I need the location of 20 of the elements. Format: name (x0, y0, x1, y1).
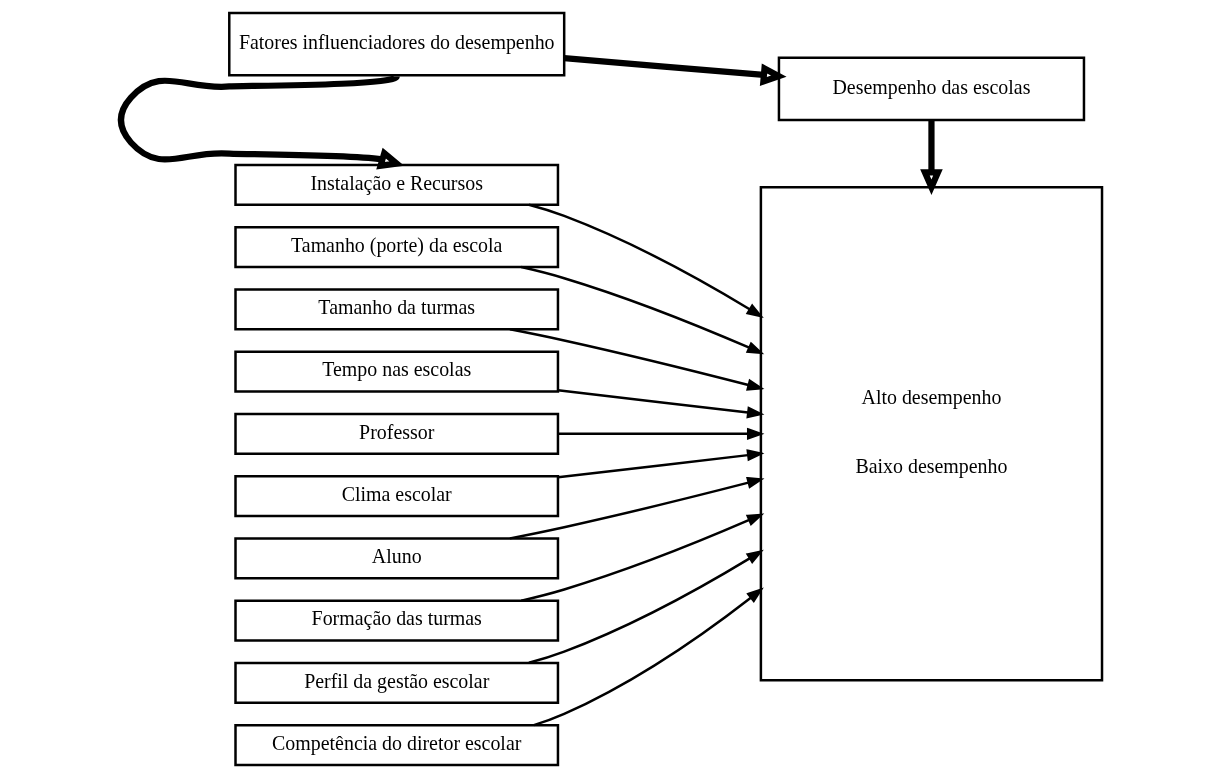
node-box: Tamanho da turmas (233, 288, 559, 331)
arrow (919, 120, 943, 196)
arrow (528, 549, 764, 665)
node-box: Competência do diretor escolar (233, 723, 559, 767)
node-box: Formação das turmas (233, 599, 559, 642)
arrow (117, 73, 404, 170)
node-box: Instalação e Recursos (233, 163, 559, 206)
arrow (557, 427, 764, 440)
node-box: Professor (233, 412, 559, 455)
node-box: Aluno (233, 537, 559, 580)
arrow (557, 449, 764, 479)
node-box: Fatores influenciadores do desempenho (227, 11, 565, 77)
node-box: Alto desempenho Baixo desempenho (759, 186, 1103, 682)
arrow (557, 389, 764, 419)
arrow (563, 55, 787, 86)
node-box: Desempenho das escolas (777, 56, 1085, 122)
node-box: Tempo nas escolas (233, 350, 559, 393)
node-box: Clima escolar (233, 474, 559, 518)
node-box: Perfil da gestão escolar (233, 661, 559, 704)
node-box: Tamanho (porte) da escola (233, 225, 559, 269)
